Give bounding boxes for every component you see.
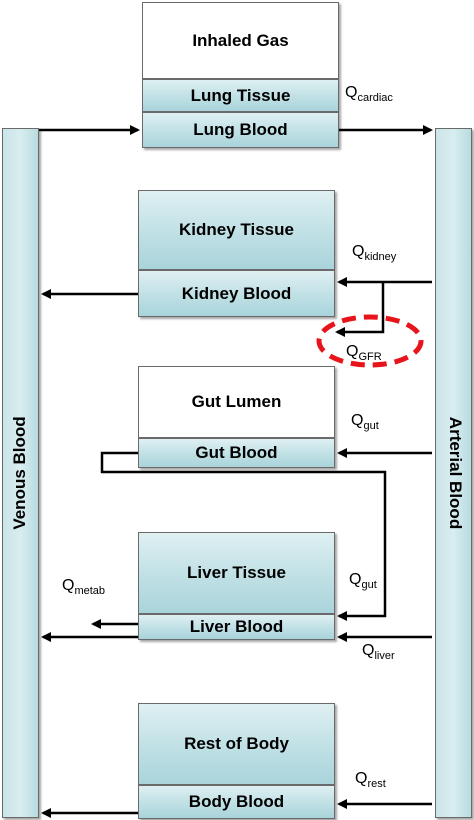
arterial-blood-bar (435, 128, 472, 818)
gut-portal-line (100, 451, 387, 621)
gfr-highlight-ellipse (316, 314, 424, 368)
q-gfr-label: QGFR (346, 343, 382, 363)
body-blood-box: Body Blood (138, 785, 335, 819)
liver-blood-box: Liver Blood (138, 614, 335, 640)
lung-tissue-box: Lung Tissue (142, 79, 339, 112)
rest-of-body-box: Rest of Body (138, 703, 335, 785)
q-rest-label: Qrest (355, 770, 386, 790)
kidney-blood-box: Kidney Blood (138, 270, 335, 317)
q-gut-portal-label: Qgut (349, 571, 377, 591)
kidney-tissue-box: Kidney Tissue (138, 190, 335, 270)
gfr-branch-line (335, 282, 385, 337)
q-liver-label: Qliver (362, 642, 395, 662)
gut-lumen-box: Gut Lumen (138, 366, 335, 438)
lung-blood-box: Lung Blood (142, 112, 339, 148)
gut-blood-box: Gut Blood (138, 438, 335, 468)
q-metab-label: Qmetab (62, 577, 106, 597)
q-kidney-label: Qkidney (352, 243, 397, 263)
q-cardiac-label: Qcardiac (345, 84, 393, 104)
q-gut-in-label: Qgut (351, 412, 379, 432)
venous-blood-bar (2, 128, 39, 818)
inhaled-gas-box: Inhaled Gas (142, 2, 339, 79)
liver-tissue-box: Liver Tissue (138, 532, 335, 614)
